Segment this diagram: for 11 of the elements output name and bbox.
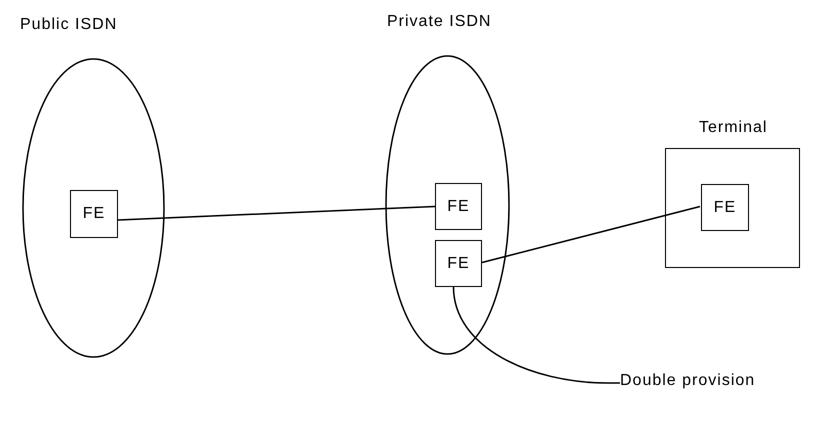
callout-text: Double provision [620,372,816,394]
network-label: Private ISDN [387,13,492,31]
entity-box: FE [435,240,482,287]
entity-box: FE [435,183,482,230]
network-label: Public ISDN [20,16,118,34]
connector-line [118,206,436,221]
connector-line [482,206,700,264]
entity-box: FE [701,184,749,231]
terminal-label: Terminal [699,119,768,137]
entity-box: FE [70,190,118,238]
leader-line [452,286,620,384]
